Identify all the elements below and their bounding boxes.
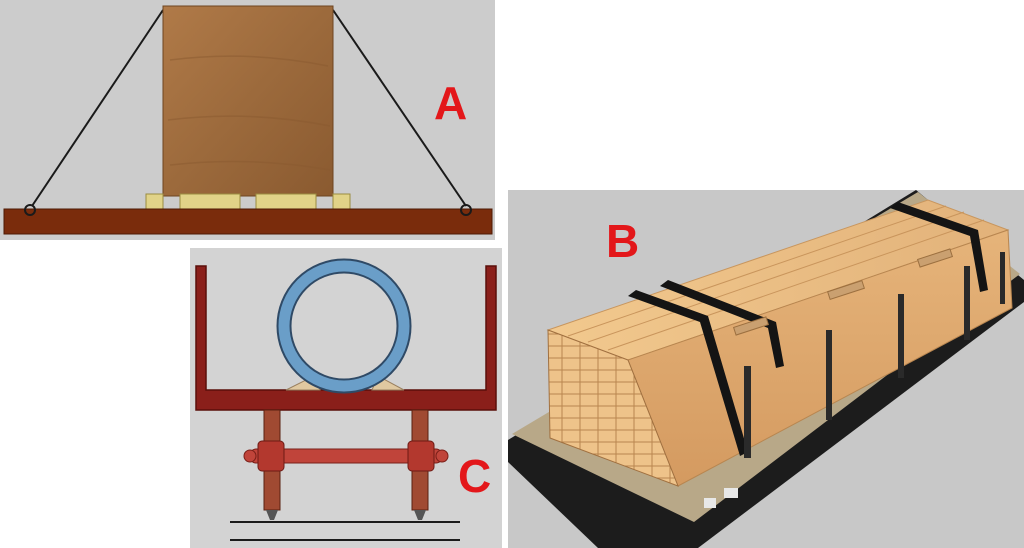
label-c: C	[458, 450, 492, 502]
tie-hook	[24, 204, 36, 216]
lumber-diagram	[508, 190, 1024, 548]
tie-hook	[460, 204, 472, 216]
panel-c-pipe-load: C	[190, 248, 502, 548]
railcar-frame	[195, 265, 497, 411]
right-cable	[332, 9, 467, 207]
platform	[3, 208, 493, 235]
label-a: A	[434, 77, 468, 129]
lumber-end	[547, 329, 679, 487]
label-b: B	[606, 215, 640, 267]
pipe-diagram	[195, 258, 497, 541]
wooden-crate	[162, 5, 334, 197]
left-cable	[31, 9, 164, 207]
strap	[628, 290, 748, 456]
crate-diagram	[3, 5, 493, 235]
wood-block	[179, 193, 241, 211]
strap	[890, 202, 988, 292]
spacers	[732, 248, 954, 336]
stakes	[744, 252, 1005, 458]
wood-block	[332, 193, 351, 211]
panel-b-lumber-flatcar: B	[508, 190, 1024, 548]
wood-block	[255, 193, 317, 211]
panel-a-crate-tiedown: A	[0, 0, 495, 240]
wood-block	[145, 193, 164, 211]
